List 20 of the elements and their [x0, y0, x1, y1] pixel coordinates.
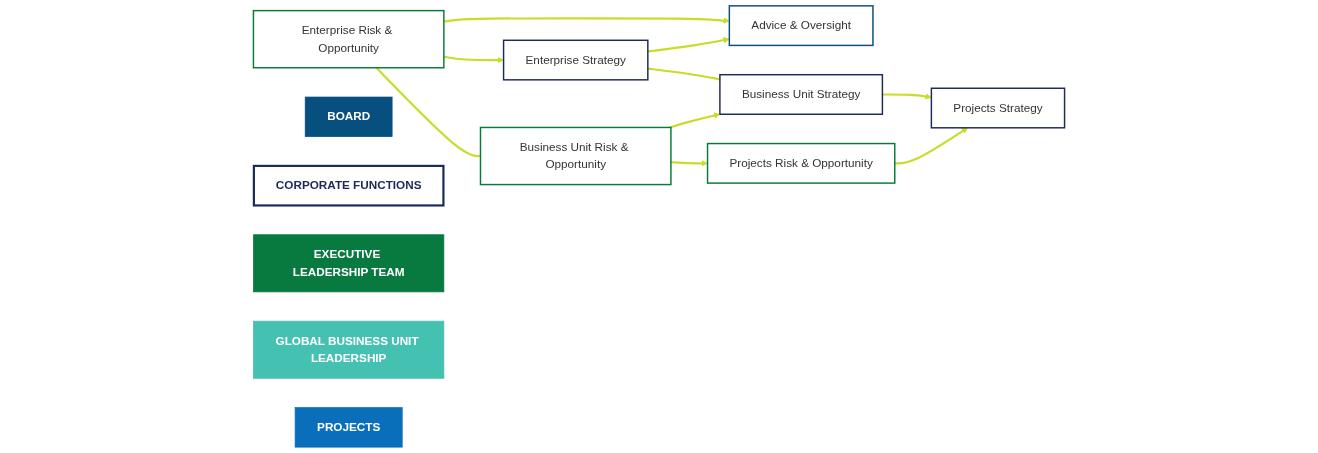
node-box: EXECUTIVE LEADERSHIP TEAM: [253, 234, 445, 293]
node-box: Advice & Oversight: [728, 5, 874, 47]
arrow: [670, 160, 708, 167]
node-box: Business Unit Risk & Opportunity: [479, 126, 672, 186]
arrow: [443, 17, 730, 24]
node-box: Enterprise Risk & Opportunity: [252, 9, 445, 69]
arrow: [669, 112, 721, 129]
node-box: GLOBAL BUSINESS UNIT LEADERSHIP: [253, 320, 445, 379]
node-box: BOARD: [304, 96, 393, 137]
arrow: [443, 55, 504, 64]
connector: [375, 67, 481, 158]
node-box: CORPORATE FUNCTIONS: [252, 164, 445, 207]
node-box: Projects Risk & Opportunity: [706, 142, 896, 184]
arrow: [647, 36, 730, 53]
arrow: [894, 127, 968, 165]
arrow: [882, 93, 932, 100]
node-box: Business Unit Strategy: [719, 73, 884, 115]
node-box: PROJECTS: [294, 407, 403, 448]
node-box: Projects Strategy: [930, 87, 1066, 129]
node-box: Enterprise Strategy: [502, 39, 649, 81]
